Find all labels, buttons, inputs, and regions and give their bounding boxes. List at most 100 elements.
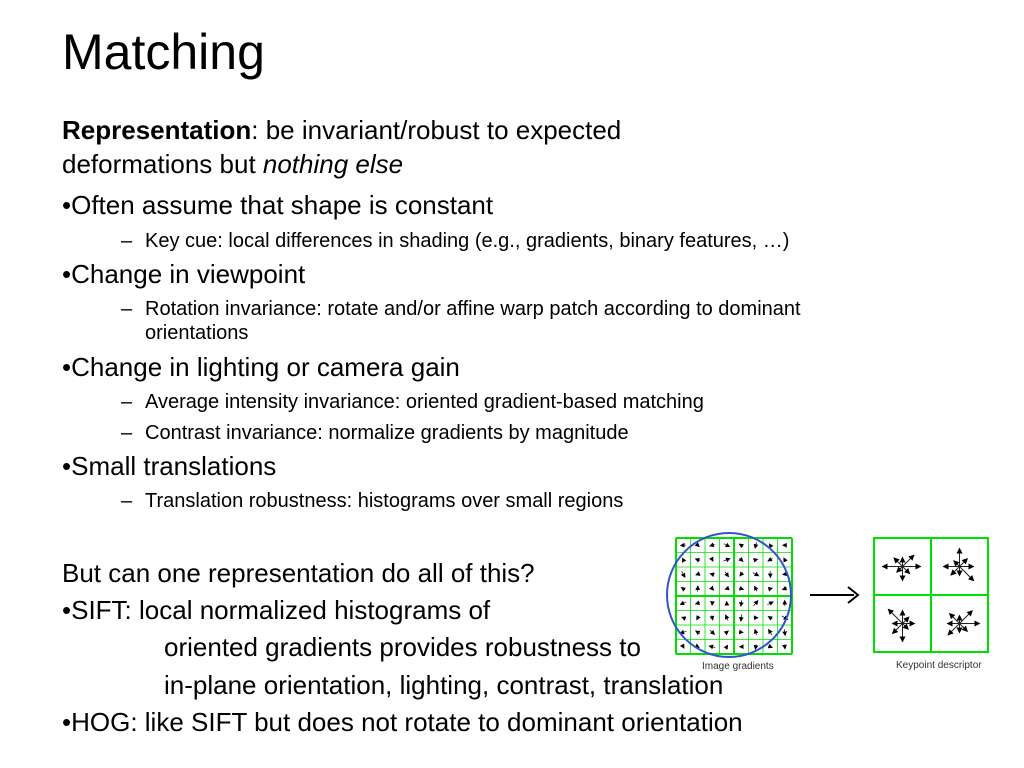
gradient-arrow (767, 556, 773, 562)
intro-line2-prefix: deformations but (62, 149, 263, 179)
gradient-arrow (679, 643, 685, 649)
intro-line-1: Representation: be invariant/robust to e… (62, 115, 621, 146)
gradient-arrow (682, 557, 687, 563)
sub-bullet-shading: –Key cue: local differences in shading (… (121, 230, 790, 252)
gradient-arrow (783, 557, 788, 563)
bullet-shape: •Often assume that shape is constant (62, 190, 494, 220)
sift-diagram (666, 532, 989, 658)
bullet-translations: •Small translations (62, 451, 277, 481)
orientation-bin-arrow (953, 560, 960, 567)
sub-bullet-contrast: –Contrast invariance: normalize gradient… (121, 422, 629, 444)
gradient-arrow (708, 644, 716, 650)
gradient-arrow (694, 600, 701, 606)
orientation-bin-arrow (891, 623, 903, 635)
orientation-bin-arrow (902, 616, 910, 624)
gradient-arrow (694, 558, 701, 563)
orientation-bin-arrow (887, 608, 903, 624)
gradient-arrow (723, 557, 731, 563)
dash-marker: – (121, 422, 133, 444)
gradient-arrow (752, 571, 760, 577)
gradient-arrow (709, 629, 715, 635)
gradient-arrow (709, 556, 714, 562)
gradient-arrow (782, 644, 787, 650)
orientation-bin-arrow (948, 612, 960, 624)
dash-marker: – (121, 298, 133, 320)
gradient-arrow (709, 615, 715, 621)
gradient-arrow (724, 614, 730, 621)
gaussian-window-circle (666, 532, 792, 658)
sift-line-1: •SIFT: local normalized histograms of (62, 595, 491, 625)
orientation-bin-arrow (959, 623, 968, 632)
question-line: But can one representation do all of thi… (62, 558, 535, 588)
orientation-bin-arrow (893, 557, 903, 567)
orientation-bin-arrow (959, 610, 973, 624)
orientation-bin-arrow (902, 623, 909, 630)
right-arrow-icon (810, 586, 860, 604)
hog-line: •HOG: like SIFT but does not rotate to d… (62, 707, 743, 737)
dash-marker: – (121, 230, 133, 252)
sift-line-2: oriented gradients provides robustness t… (164, 632, 641, 662)
gradient-arrow (738, 629, 744, 635)
gradient-arrow (695, 571, 701, 576)
orientation-bin-arrow (947, 623, 960, 636)
gradient-arrow (694, 542, 700, 548)
gradient-arrow (694, 630, 701, 636)
gradient-arrow (782, 571, 788, 577)
gradient-arrow (753, 644, 759, 650)
bullet-viewpoint: •Change in viewpoint (62, 259, 306, 289)
gradient-arrow (782, 629, 788, 637)
gradient-arrow (724, 585, 730, 591)
intro-rest: : be invariant/robust to expected (251, 115, 622, 145)
gradient-arrow (679, 629, 687, 635)
dash-marker: – (121, 490, 133, 512)
gradient-arrow (709, 585, 715, 591)
image-gradients-caption: Image gradients (702, 661, 774, 672)
gradient-arrow (738, 600, 744, 608)
gradient-arrow (680, 586, 687, 592)
image-gradients-grid (675, 537, 793, 655)
arrow-head (847, 586, 860, 604)
sub-bullet-translation: –Translation robustness: histograms over… (121, 490, 624, 512)
gradient-arrow (767, 601, 774, 606)
gradient-arrow (739, 571, 745, 577)
sub-bullet-rotation: –Rotation invariance: rotate and/or affi… (121, 298, 801, 320)
gradient-arrow (738, 585, 745, 591)
gradient-arrow (709, 572, 715, 578)
gradient-arrow (724, 571, 729, 578)
orientation-bin-arrow (959, 566, 975, 582)
gradient-arrow (723, 630, 729, 636)
sub-bullet-rotation-cont: orientations (145, 322, 249, 344)
gradient-arrow (738, 556, 744, 562)
sift-line-3: in-plane orientation, lighting, contrast… (164, 670, 724, 700)
keypoint-descriptor-caption: Keypoint descriptor (896, 660, 982, 671)
gradient-arrow (681, 616, 687, 621)
gradient-arrow (767, 616, 773, 621)
gradient-arrow (696, 615, 701, 621)
gradient-arrow (709, 542, 715, 547)
orientation-bin-arrow (950, 566, 960, 576)
intro-italic: nothing else (262, 149, 404, 179)
bullet-lighting: •Change in lighting or camera gain (62, 352, 460, 382)
gradient-arrow (753, 599, 759, 607)
slide-title: Matching (62, 24, 265, 80)
gradient-arrow (767, 586, 774, 592)
gradient-arrow (680, 571, 686, 578)
sub-bullet-intensity: –Average intensity invariance: oriented … (121, 391, 704, 413)
gradient-arrow (753, 628, 759, 636)
gradient-arrow (768, 628, 773, 636)
gradient-arrow (768, 543, 774, 549)
gradient-arrow (753, 558, 759, 563)
orientation-bin-arrow (959, 558, 968, 567)
intro-bold: Representation (62, 115, 252, 145)
orientation-bin-arrow (902, 554, 915, 567)
intro-line-2: deformations but nothing else (62, 149, 403, 180)
orientation-bin-arrow (902, 566, 911, 575)
gradient-arrow (767, 643, 774, 649)
gradient-arrow (738, 543, 744, 549)
gradient-arrow (753, 542, 759, 550)
gradient-arrow (723, 542, 731, 548)
gradient-arrow (679, 600, 687, 606)
gradient-arrow (754, 585, 759, 592)
sift-figure: Image gradients Keypoint descriptor (664, 528, 992, 676)
dash-marker: – (121, 391, 133, 413)
